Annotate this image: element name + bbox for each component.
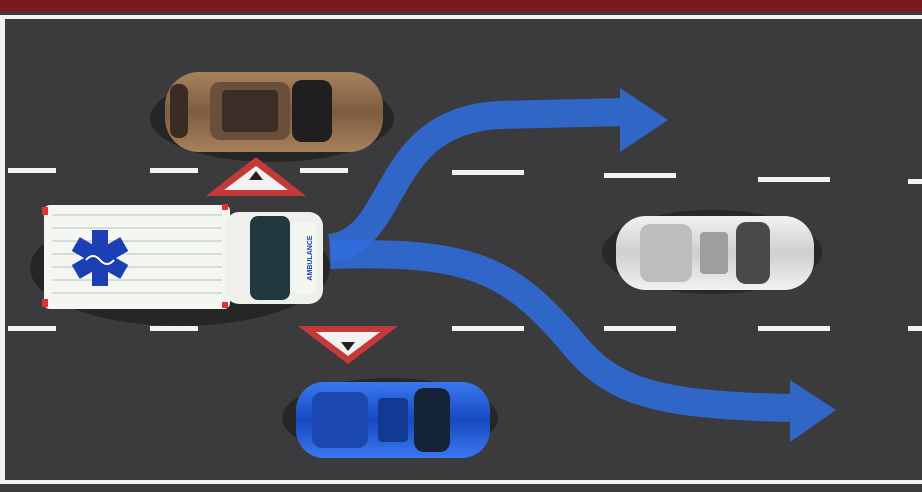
ambulance-side-text: AMBULANCE xyxy=(307,235,314,280)
ambulance: AMBULANCE xyxy=(30,204,330,326)
curb xyxy=(0,0,922,12)
car-white xyxy=(602,210,822,294)
car-brown xyxy=(150,72,394,162)
top-edge-line xyxy=(0,15,922,19)
car-blue xyxy=(282,378,498,458)
left-edge-line xyxy=(0,15,5,484)
bottom-edge-line xyxy=(0,480,922,484)
